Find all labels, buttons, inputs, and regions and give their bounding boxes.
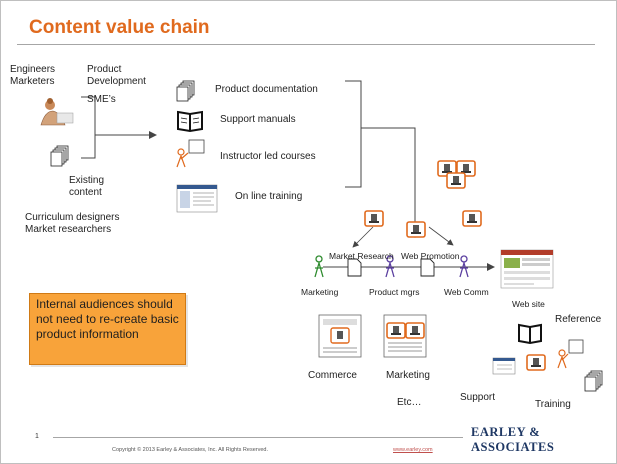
instructor-led-courses-label: Instructor led courses (220, 151, 316, 162)
marketers-label: Marketers (10, 76, 55, 87)
curriculum-designers-label: Curriculum designers (25, 212, 120, 223)
module-icon (446, 172, 466, 189)
title-divider (17, 44, 595, 45)
existing-content-label: Existing content (69, 175, 105, 198)
marketing-output-label: Marketing (386, 370, 430, 381)
document-icon (420, 258, 435, 277)
sources-bracket (81, 96, 96, 159)
engineer-icon (39, 97, 74, 126)
web-comm-label: Web Comm (444, 287, 489, 297)
page-number: 1 (35, 433, 39, 440)
web-promotion-label: Web Promotion (401, 251, 460, 261)
market-research-label: Market Research (329, 251, 394, 261)
reference-book-icon (518, 323, 542, 345)
etc-label: Etc… (397, 397, 422, 408)
module-icon (364, 210, 384, 227)
existing-content-icon (50, 145, 69, 167)
product-development-label: Product Development (87, 64, 146, 87)
marketing-page-icon (383, 314, 427, 358)
training-label: Training (535, 399, 571, 410)
website-screenshot-icon (500, 249, 554, 289)
content-bracket (345, 80, 362, 188)
online-training-label: On line training (235, 191, 303, 202)
training-pages-icon (584, 370, 603, 392)
module-icon (462, 210, 482, 227)
reference-label: Reference (555, 314, 602, 325)
web-comm-person-icon (459, 255, 469, 278)
commerce-page-icon (318, 314, 362, 358)
marketing-flow-label: Marketing (301, 287, 339, 297)
module-icon (406, 221, 426, 238)
market-researchers-label: Market researchers (25, 224, 112, 235)
website-link[interactable]: www.earley.com (393, 447, 433, 453)
product-documentation-label: Product documentation (215, 84, 318, 95)
document-icon (347, 258, 362, 277)
company-logo: Earley & Associates (471, 425, 555, 454)
smes-label: SME’s (87, 94, 116, 105)
copyright-text: Copyright © 2013 Earley & Associates, In… (112, 447, 268, 453)
support-label: Support (460, 392, 496, 403)
module-icon (526, 354, 546, 371)
callout-box: Internal audiences should not need to re… (29, 293, 186, 365)
product-manager-person-icon (385, 255, 395, 278)
flow-arrow (352, 226, 374, 248)
slide-title: Content value chain (29, 17, 210, 38)
flow-arrow (428, 226, 454, 246)
online-training-screenshot-icon (176, 184, 218, 213)
web-site-label: Web site (512, 299, 545, 309)
instructor-icon (176, 139, 205, 168)
marketing-person-icon (314, 255, 324, 278)
book-icon (177, 110, 203, 133)
content-to-flow-arrow (361, 127, 419, 238)
support-manuals-label: Support manuals (220, 114, 296, 125)
support-screenshot-icon (492, 357, 516, 375)
instructor-icon (557, 339, 584, 369)
documentation-pages-icon (176, 80, 195, 102)
engineers-label: Engineers (10, 64, 56, 75)
commerce-label: Commerce (308, 370, 357, 381)
product-mgrs-label: Product mgrs (369, 287, 420, 297)
footer-divider (53, 437, 463, 438)
